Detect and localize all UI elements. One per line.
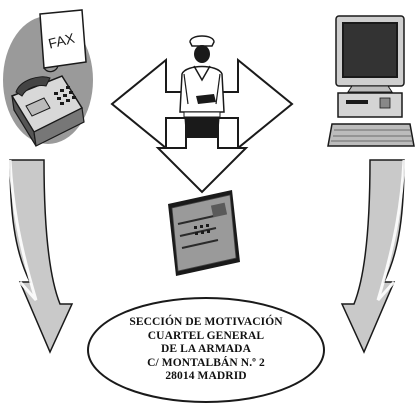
fax-label: FAX (47, 30, 77, 52)
mail-envelope-icon (168, 190, 240, 276)
address-line-3: DE LA ARMADA (160, 343, 251, 356)
double-arrow (110, 57, 294, 194)
right-curved-arrow (340, 159, 406, 354)
address-line-1: SECCIÓN DE MOTIVACIÓN (129, 316, 283, 329)
address-block: SECCIÓN DE MOTIVACIÓN CUARTEL GENERAL DE… (90, 296, 322, 404)
left-curved-arrow (8, 159, 74, 354)
sailor-icon (179, 35, 225, 138)
address-line-2: CUARTEL GENERAL (147, 329, 265, 342)
computer-icon (327, 15, 415, 147)
address-ellipse (87, 297, 325, 403)
address-line-5: 28014 MADRID (165, 370, 247, 383)
fax-machine-icon: FAX (3, 9, 93, 147)
address-line-4: C/ MONTALBÁN N.º 2 (147, 356, 265, 369)
